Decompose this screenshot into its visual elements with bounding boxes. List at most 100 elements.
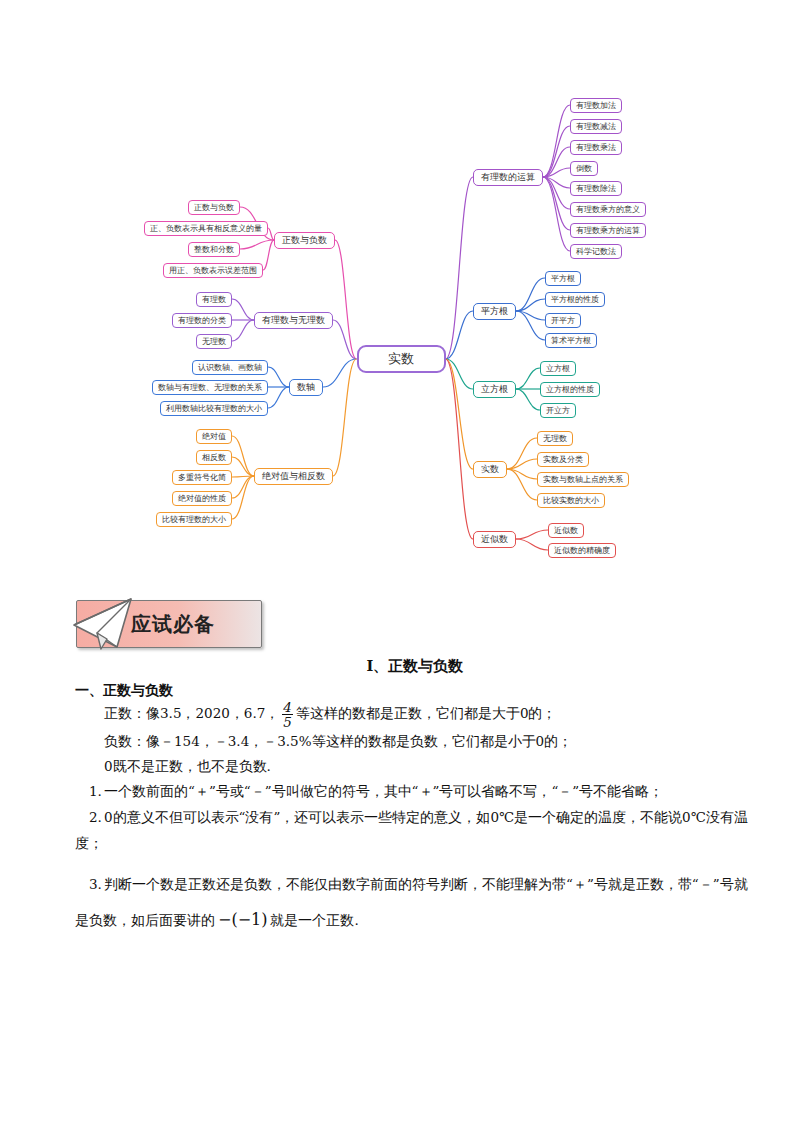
mindmap-connector	[507, 469, 537, 500]
topic-label: 有理数加法	[576, 100, 616, 111]
topic-label: 有理数与无理数	[262, 314, 325, 327]
mindmap-connector	[446, 177, 474, 359]
leaf-topic: 实数与数轴上点的关系	[537, 472, 629, 487]
leaf-topic: 近似数	[548, 523, 584, 538]
leaf-topic: 绝对值	[196, 429, 232, 444]
leaf-topic: 有理数加法	[570, 98, 622, 113]
topic-label: 开平方	[551, 315, 575, 326]
mindmap-connector	[268, 367, 289, 387]
topic-label: 利用数轴比较有理数的大小	[166, 403, 262, 414]
topic-label: 平方根	[481, 305, 508, 318]
body-text: 正数：像3.5，2020，6.7，	[104, 705, 279, 721]
topic-label: 比较有理数的大小	[162, 514, 226, 525]
mindmap-connector	[543, 105, 570, 177]
leaf-topic: 相反数	[196, 450, 232, 465]
branch-topic: 数轴	[289, 379, 323, 396]
mindmap-connector	[516, 311, 545, 340]
mindmap-connector	[543, 126, 570, 177]
mindmap-connector	[333, 320, 357, 359]
body-text: 判断一个数是正数还是负数，不能仅由数字前面的符号判断，不能理解为带“＋”号就是正…	[75, 876, 748, 928]
topic-label: 绝对值	[202, 431, 226, 442]
topic-label: 正数与负数	[282, 234, 327, 247]
topic-label: 相反数	[202, 452, 226, 463]
leaf-topic: 立方根的性质	[540, 382, 600, 397]
mindmap-connector	[263, 240, 274, 270]
mindmap-connector	[543, 168, 570, 177]
paragraph: 负数：像－154，－3.4，－3.5%等这样的数都是负数，它们都是小于0的；	[75, 728, 755, 754]
topic-label: 有理数乘方的意义	[576, 204, 640, 215]
leaf-topic: 平方根的性质	[545, 292, 605, 307]
leaf-topic: 有理数的分类	[172, 313, 232, 328]
topic-label: 实数	[388, 350, 414, 368]
topic-label: 有理数减法	[576, 121, 616, 132]
leaf-topic: 比较实数的大小	[537, 493, 605, 508]
topic-label: 数轴与有理数、无理数的关系	[158, 382, 262, 393]
leaf-topic: 科学记数法	[570, 244, 622, 259]
mindmap-connector	[543, 177, 570, 230]
paragraph: 3.判断一个数是正数还是负数，不能仅由数字前面的符号判断，不能理解为带“＋”号就…	[75, 866, 755, 938]
paragraph: 0既不是正数，也不是负数.	[75, 753, 755, 779]
leaf-topic: 实数及分类	[537, 452, 589, 467]
body-text: 就是一个正数.	[270, 912, 358, 928]
leaf-topic: 立方根	[540, 361, 576, 376]
leaf-topic: 无理数	[196, 334, 232, 349]
mindmap-connector	[507, 459, 537, 469]
topic-label: 有理数除法	[576, 183, 616, 194]
branch-topic: 实数	[473, 461, 507, 478]
mindmap-connector	[232, 476, 254, 498]
mindmap-connector	[232, 436, 254, 476]
topic-label: 近似数的精确度	[554, 545, 610, 556]
leaf-topic: 正、负数表示具有相反意义的量	[144, 221, 268, 236]
leaf-topic: 开立方	[540, 403, 576, 418]
leaf-topic: 数轴与有理数、无理数的关系	[152, 380, 268, 395]
list-number: 2.	[75, 804, 104, 830]
leaf-topic: 算术平方根	[545, 333, 597, 348]
body-text: 0的意义不但可以表示“没有”，还可以表示一些特定的意义，如0℃是一个确定的温度，…	[75, 809, 748, 851]
body-text: 一、正数与负数	[75, 682, 173, 698]
leaf-topic: 正数与负数	[188, 200, 240, 215]
topic-label: 有理数乘法	[576, 142, 616, 153]
mindmap-connector	[516, 368, 540, 389]
topic-label: 开立方	[546, 405, 570, 416]
body-text: Ⅰ、正数与负数	[367, 657, 464, 674]
topic-label: 多重符号化简	[178, 472, 226, 483]
topic-label: 用正、负数表示误差范围	[169, 265, 257, 276]
topic-label: 近似数	[554, 525, 578, 536]
body-text: 0既不是正数，也不是负数.	[104, 758, 271, 774]
mindmap-connector	[268, 387, 289, 408]
leaf-topic: 有理数乘方的运算	[570, 223, 646, 238]
body-text: 负数：像－154，－3.4，－3.5%等这样的数都是负数，它们都是小于0的；	[104, 733, 572, 749]
leaf-topic: 有理数除法	[570, 181, 622, 196]
mindmap-connector	[543, 177, 570, 251]
topic-label: 无理数	[202, 336, 226, 347]
topic-label: 实数与数轴上点的关系	[543, 474, 623, 485]
branch-topic: 有理数与无理数	[254, 312, 333, 329]
mindmap-connector	[516, 299, 545, 311]
body-text: 等这样的数都是正数，它们都是大于0的；	[296, 705, 557, 721]
fraction-term: 5	[282, 714, 293, 729]
leaf-topic: 平方根	[545, 271, 581, 286]
mindmap-connector	[516, 389, 540, 410]
topic-label: 绝对值与相反数	[262, 470, 325, 483]
math-expression: −(−1)	[218, 910, 267, 929]
mindmap-connector	[323, 359, 357, 387]
mindmap-connector	[446, 311, 474, 359]
topic-label: 有理数的运算	[481, 171, 535, 184]
paragraph: 一、正数与负数	[75, 677, 755, 703]
paragraph: 2.0的意义不但可以表示“没有”，还可以表示一些特定的意义，如0℃是一个确定的温…	[75, 804, 755, 856]
topic-label: 立方根	[546, 363, 570, 374]
body-text: 一个数前面的“＋”号或“－”号叫做它的符号，其中“＋”号可以省略不写，“－”号不…	[104, 783, 663, 799]
leaf-topic: 绝对值的性质	[172, 491, 232, 506]
leaf-topic: 用正、负数表示误差范围	[163, 263, 263, 278]
branch-topic: 绝对值与相反数	[254, 468, 333, 485]
mindmap-connector	[507, 438, 537, 469]
mindmap-connector	[516, 539, 548, 550]
paragraph: 正数：像3.5，2020，6.7，45等这样的数都是正数，它们都是大于0的；	[75, 700, 755, 729]
fraction: 45	[282, 700, 293, 729]
leaf-topic: 认识数轴、画数轴	[192, 360, 268, 375]
topic-label: 近似数	[481, 533, 508, 546]
leaf-topic: 无理数	[537, 431, 573, 446]
